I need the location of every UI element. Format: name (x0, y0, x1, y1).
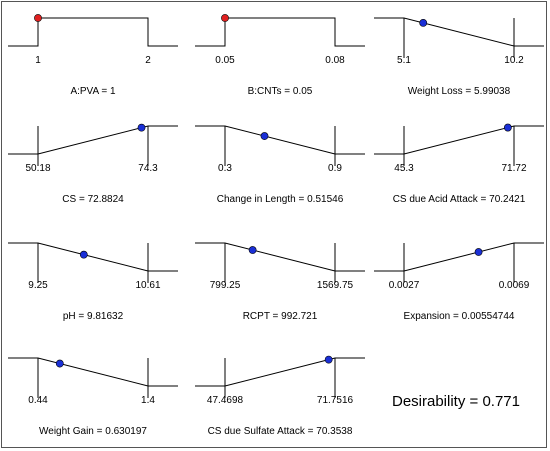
min-tick-label: 799.25 (210, 280, 241, 291)
panel-caption: Weight Loss = 5.99038 (408, 86, 511, 97)
max-tick-label: 2 (145, 55, 151, 66)
min-tick-label: 9.25 (28, 280, 48, 291)
value-marker-cs-sulfate (324, 355, 333, 364)
value-marker-change-length (260, 132, 269, 140)
panel-caption: Change in Length = 0.51546 (217, 194, 344, 205)
max-tick-label: 0.9 (328, 163, 342, 174)
ramp-line-pva (8, 17, 178, 47)
ramp-line-expansion (374, 242, 544, 272)
max-tick-label: 0.08 (325, 55, 345, 66)
value-marker-pva (34, 14, 42, 22)
panel-caption: B:CNTs = 0.05 (248, 86, 313, 97)
panel-caption: CS due Sulfate Attack = 70.3538 (208, 426, 353, 437)
value-marker-cnts (221, 14, 229, 22)
panel-pva: 1 2A:PVA = 1 (8, 14, 178, 97)
ramp-line-rcpt (195, 242, 365, 272)
ramp-line-cs-acid (374, 125, 544, 155)
max-tick-label: 1569.75 (317, 280, 354, 291)
ramp-line-cs (8, 125, 178, 155)
max-tick-label: 71.72 (501, 163, 526, 174)
value-marker-expansion (474, 248, 483, 256)
min-tick-label: 47.4698 (207, 395, 244, 406)
panel-caption: Expansion = 0.00554744 (404, 311, 515, 322)
panel-cs: 50.18 74.3 CS = 72.8824 (8, 123, 178, 205)
panel-caption: CS = 72.8824 (62, 194, 124, 205)
panel-caption: A:PVA = 1 (70, 86, 116, 97)
max-tick-label: 1.4 (141, 395, 155, 406)
value-marker-weight-gain (55, 359, 64, 368)
min-tick-label: 0.3 (218, 163, 232, 174)
max-tick-label: 10.61 (135, 280, 160, 291)
ramp-line-ph (8, 242, 178, 272)
min-tick-label: 50.18 (25, 163, 50, 174)
value-marker-cs-acid (503, 123, 512, 132)
overall-desirability-label: Desirability = 0.771 (392, 393, 520, 410)
ramp-line-cs-sulfate (195, 357, 365, 387)
panel-cnts: 0.05 0.08B:CNTs = 0.05 (195, 14, 365, 97)
value-marker-ph (79, 250, 88, 259)
ramp-line-weight-loss (374, 17, 544, 47)
min-tick-label: 1 (35, 55, 41, 66)
min-tick-label: 5.1 (397, 55, 411, 66)
max-tick-label: 0.0069 (499, 280, 530, 291)
max-tick-label: 71.7516 (317, 395, 354, 406)
min-tick-label: 0.44 (28, 395, 48, 406)
panel-caption: CS due Acid Attack = 70.2421 (393, 194, 526, 205)
ramp-line-weight-gain (8, 357, 178, 387)
max-tick-label: 74.3 (138, 163, 158, 174)
panel-caption: RCPT = 992.721 (243, 311, 318, 322)
value-marker-weight-loss (419, 18, 428, 27)
panel-caption: pH = 9.81632 (63, 311, 124, 322)
value-marker-rcpt (248, 246, 257, 254)
min-tick-label: 0.0027 (389, 280, 420, 291)
panel-cs-sulfate: 47.4698 71.7516 CS due Sulfate Attack = 70… (195, 355, 365, 437)
value-marker-cs (137, 123, 146, 132)
min-tick-label: 0.05 (215, 55, 235, 66)
min-tick-label: 45.3 (394, 163, 414, 174)
panel-caption: Weight Gain = 0.630197 (39, 426, 147, 437)
panel-cs-acid: 45.3 71.72 CS due Acid Attack = 70.2421 (374, 123, 544, 205)
ramp-line-change-length (195, 125, 365, 155)
max-tick-label: 10.2 (504, 55, 524, 66)
panel-ph: 9.25 10.61 pH = 9.81632 (8, 242, 178, 322)
ramp-line-cnts (195, 17, 365, 47)
